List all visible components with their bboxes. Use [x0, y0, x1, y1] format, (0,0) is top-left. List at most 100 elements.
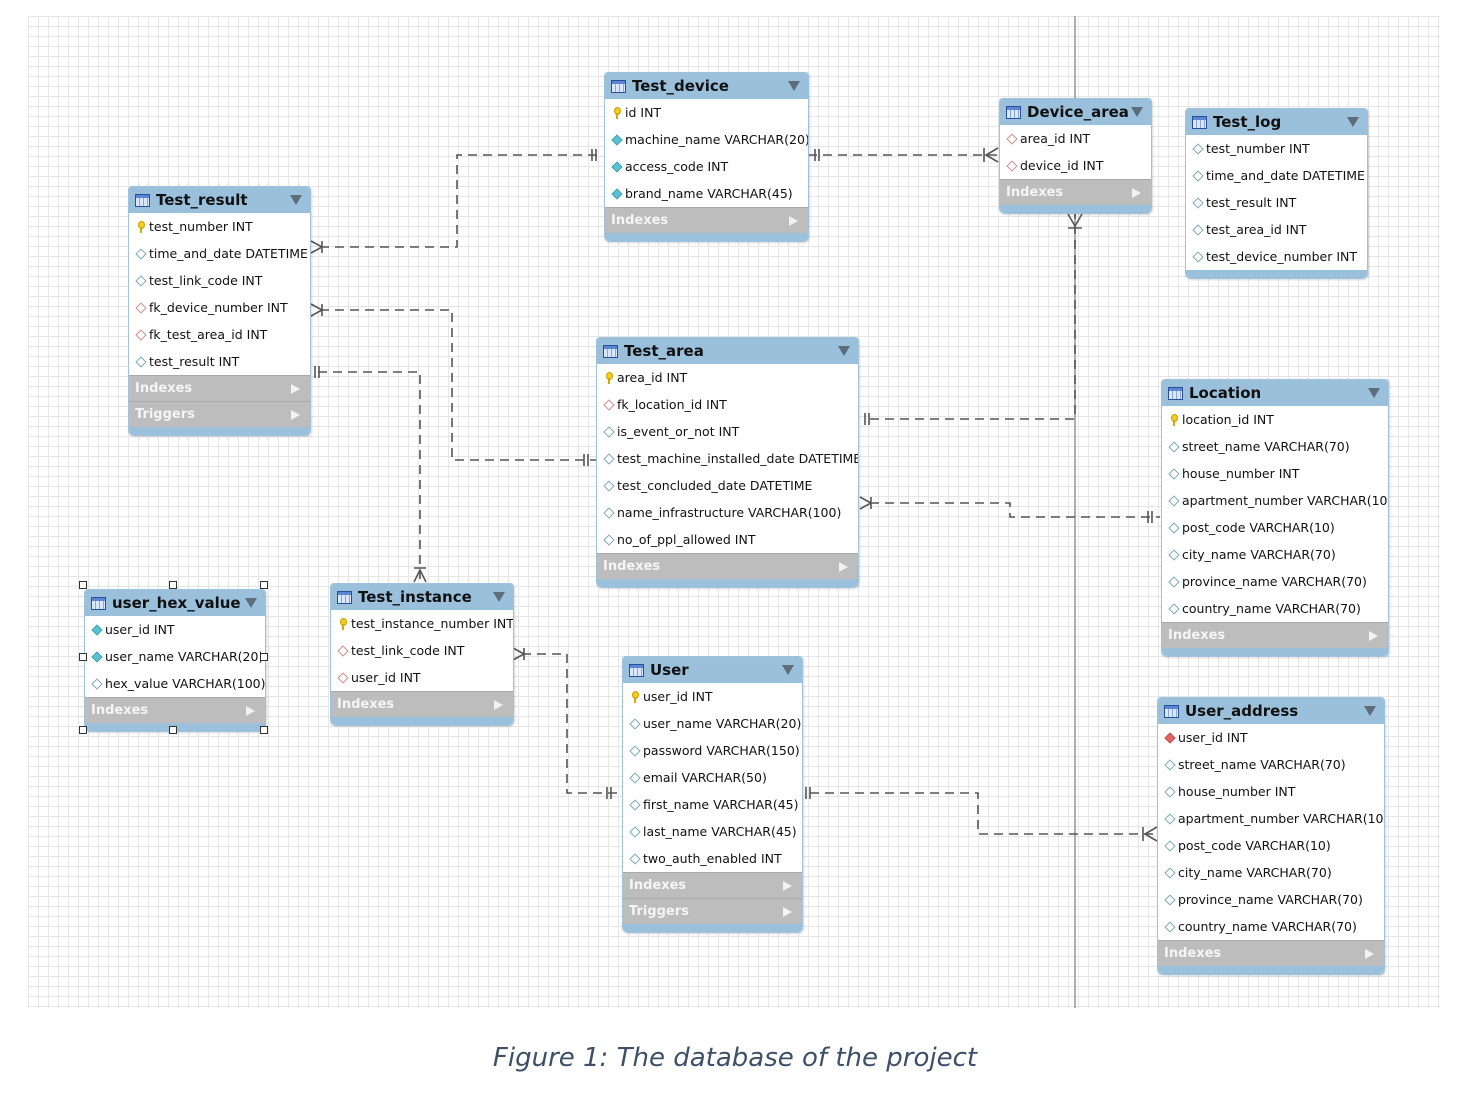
column-row[interactable]: user_name VARCHAR(20) [85, 643, 265, 670]
column-row[interactable]: no_of_ppl_allowed INT [597, 526, 858, 553]
column-row[interactable]: test_number INT [129, 213, 310, 240]
table-header[interactable]: user_hex_value [85, 590, 265, 616]
expand-arrow-icon[interactable] [494, 700, 503, 710]
column-row[interactable]: time_and_date DATETIME [129, 240, 310, 267]
column-row[interactable]: country_name VARCHAR(70) [1162, 595, 1388, 622]
collapse-arrow-icon[interactable] [1368, 388, 1380, 398]
collapse-arrow-icon[interactable] [782, 665, 794, 675]
column-row[interactable]: apartment_number VARCHAR(10) [1162, 487, 1388, 514]
column-row[interactable]: two_auth_enabled INT [623, 845, 802, 872]
indexes-section[interactable]: Indexes [129, 375, 310, 401]
resize-handle-nw[interactable] [79, 581, 87, 589]
expand-arrow-icon[interactable] [783, 881, 792, 891]
column-row[interactable]: test_machine_installed_date DATETIME [597, 445, 858, 472]
column-row[interactable]: province_name VARCHAR(70) [1158, 886, 1384, 913]
column-row[interactable]: house_number INT [1162, 460, 1388, 487]
table-header[interactable]: Test_result [129, 187, 310, 213]
triggers-section[interactable]: Triggers [129, 401, 310, 427]
indexes-section[interactable]: Indexes [597, 553, 858, 579]
column-row[interactable]: fk_device_number INT [129, 294, 310, 321]
column-row[interactable]: location_id INT [1162, 406, 1388, 433]
table-header[interactable]: User_address [1158, 698, 1384, 724]
column-row[interactable]: area_id INT [597, 364, 858, 391]
column-row[interactable]: city_name VARCHAR(70) [1162, 541, 1388, 568]
table-header[interactable]: Location [1162, 380, 1388, 406]
expand-arrow-icon[interactable] [1365, 949, 1374, 959]
column-row[interactable]: street_name VARCHAR(70) [1162, 433, 1388, 460]
column-row[interactable]: area_id INT [1000, 125, 1151, 152]
column-row[interactable]: fk_test_area_id INT [129, 321, 310, 348]
expand-arrow-icon[interactable] [291, 384, 300, 394]
column-row[interactable]: apartment_number VARCHAR(10) [1158, 805, 1384, 832]
resize-handle-s[interactable] [169, 726, 177, 734]
collapse-arrow-icon[interactable] [245, 598, 257, 608]
column-row[interactable]: street_name VARCHAR(70) [1158, 751, 1384, 778]
table-location[interactable]: Location location_id INT street_name VAR… [1161, 379, 1389, 657]
collapse-arrow-icon[interactable] [1364, 706, 1376, 716]
indexes-section[interactable]: Indexes [331, 691, 513, 717]
column-row[interactable]: email VARCHAR(50) [623, 764, 802, 791]
resize-handle-sw[interactable] [79, 726, 87, 734]
column-row[interactable]: device_id INT [1000, 152, 1151, 179]
column-row[interactable]: last_name VARCHAR(45) [623, 818, 802, 845]
table-test-area[interactable]: Test_area area_id INT fk_location_id INT… [596, 337, 859, 588]
column-row[interactable]: country_name VARCHAR(70) [1158, 913, 1384, 940]
expand-arrow-icon[interactable] [789, 216, 798, 226]
column-row[interactable]: test_device_number INT [1186, 243, 1367, 270]
column-row[interactable]: user_id INT [623, 683, 802, 710]
column-row[interactable]: post_code VARCHAR(10) [1162, 514, 1388, 541]
column-row[interactable]: hex_value VARCHAR(100) [85, 670, 265, 697]
column-row[interactable]: machine_name VARCHAR(20) [605, 126, 808, 153]
column-row[interactable]: access_code INT [605, 153, 808, 180]
table-device-area[interactable]: Device_area area_id INT device_id INT In… [999, 98, 1152, 214]
expand-arrow-icon[interactable] [246, 706, 255, 716]
collapse-arrow-icon[interactable] [1131, 107, 1143, 117]
table-test-result[interactable]: Test_result test_number INT time_and_dat… [128, 186, 311, 436]
column-row[interactable]: fk_location_id INT [597, 391, 858, 418]
column-row[interactable]: test_number INT [1186, 135, 1367, 162]
expand-arrow-icon[interactable] [839, 562, 848, 572]
table-user[interactable]: User user_id INT user_name VARCHAR(20) p… [622, 656, 803, 933]
column-row[interactable]: test_concluded_date DATETIME [597, 472, 858, 499]
column-row[interactable]: province_name VARCHAR(70) [1162, 568, 1388, 595]
column-row[interactable]: first_name VARCHAR(45) [623, 791, 802, 818]
column-row[interactable]: city_name VARCHAR(70) [1158, 859, 1384, 886]
column-row[interactable]: test_result INT [129, 348, 310, 375]
table-test-instance[interactable]: Test_instance test_instance_number INT t… [330, 583, 514, 726]
expand-arrow-icon[interactable] [1369, 631, 1378, 641]
resize-handle-se[interactable] [260, 726, 268, 734]
column-row[interactable]: password VARCHAR(150) [623, 737, 802, 764]
column-row[interactable]: post_code VARCHAR(10) [1158, 832, 1384, 859]
table-test-device[interactable]: Test_device id INT machine_name VARCHAR(… [604, 72, 809, 242]
collapse-arrow-icon[interactable] [290, 195, 302, 205]
resize-handle-n[interactable] [169, 581, 177, 589]
collapse-arrow-icon[interactable] [493, 592, 505, 602]
resize-handle-ne[interactable] [260, 581, 268, 589]
table-header[interactable]: Test_area [597, 338, 858, 364]
expand-arrow-icon[interactable] [291, 410, 300, 420]
column-row[interactable]: user_id INT [1158, 724, 1384, 751]
indexes-section[interactable]: Indexes [623, 872, 802, 898]
column-row[interactable]: user_name VARCHAR(20) [623, 710, 802, 737]
table-header[interactable]: Test_log [1186, 109, 1367, 135]
resize-handle-w[interactable] [79, 653, 87, 661]
table-header[interactable]: Device_area [1000, 99, 1151, 125]
column-row[interactable]: test_area_id INT [1186, 216, 1367, 243]
column-row[interactable]: test_link_code INT [129, 267, 310, 294]
indexes-section[interactable]: Indexes [1162, 622, 1388, 648]
resize-handle-e[interactable] [260, 653, 268, 661]
table-user-address[interactable]: User_address user_id INT street_name VAR… [1157, 697, 1385, 975]
expand-arrow-icon[interactable] [1132, 188, 1141, 198]
column-row[interactable]: id INT [605, 99, 808, 126]
collapse-arrow-icon[interactable] [788, 81, 800, 91]
indexes-section[interactable]: Indexes [605, 207, 808, 233]
column-row[interactable]: house_number INT [1158, 778, 1384, 805]
collapse-arrow-icon[interactable] [838, 346, 850, 356]
column-row[interactable]: is_event_or_not INT [597, 418, 858, 445]
indexes-section[interactable]: Indexes [1000, 179, 1151, 205]
indexes-section[interactable]: Indexes [85, 697, 265, 723]
column-row[interactable]: test_link_code INT [331, 637, 513, 664]
table-header[interactable]: Test_instance [331, 584, 513, 610]
table-header[interactable]: User [623, 657, 802, 683]
triggers-section[interactable]: Triggers [623, 898, 802, 924]
